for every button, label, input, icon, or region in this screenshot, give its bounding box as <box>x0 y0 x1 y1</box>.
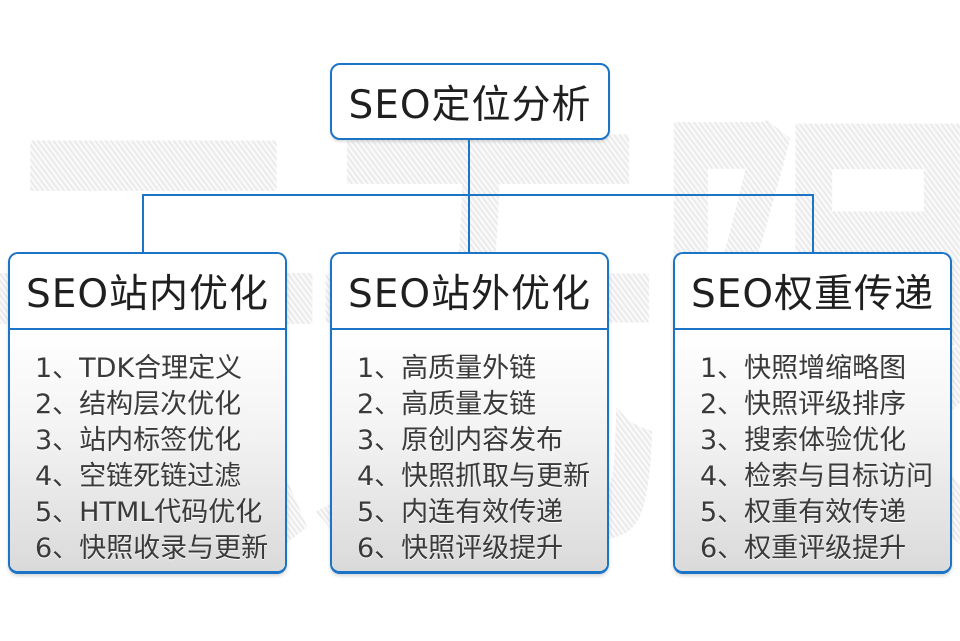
node-title: SEO权重传递 <box>675 254 950 330</box>
node-weight-transfer: SEO权重传递 1、快照增缩略图 2、快照评级排序 3、搜索体验优化 4、检索与… <box>673 252 952 574</box>
list-item: 4、空链死链过滤 <box>35 461 242 492</box>
list-item: 4、快照抓取与更新 <box>357 461 591 492</box>
list-item: 3、站内标签优化 <box>35 425 242 456</box>
connector-drop-middle <box>468 194 470 254</box>
node-item-list: 1、TDK合理定义 2、结构层次优化 3、站内标签优化 4、空链死链过滤 5、H… <box>10 330 285 571</box>
list-item: 1、高质量外链 <box>357 353 537 384</box>
node-offsite-optimization: SEO站外优化 1、高质量外链 2、高质量友链 3、原创内容发布 4、快照抓取与… <box>330 252 609 574</box>
list-item: 2、快照评级排序 <box>700 389 907 420</box>
list-item: 6、权重评级提升 <box>700 533 907 564</box>
connector-root-stem <box>468 139 470 196</box>
list-item: 2、高质量友链 <box>357 389 537 420</box>
root-node-title: SEO定位分析 <box>348 82 592 128</box>
list-item: 5、内连有效传递 <box>357 497 564 528</box>
list-item: 3、原创内容发布 <box>357 425 564 456</box>
list-item: 5、权重有效传递 <box>700 497 907 528</box>
root-node-seo-positioning: SEO定位分析 <box>330 63 610 140</box>
connector-drop-right <box>812 194 814 254</box>
node-title: SEO站内优化 <box>10 254 285 330</box>
node-item-list: 1、快照增缩略图 2、快照评级排序 3、搜索体验优化 4、检索与目标访问 5、权… <box>675 330 950 571</box>
connector-drop-left <box>142 194 144 254</box>
node-item-list: 1、高质量外链 2、高质量友链 3、原创内容发布 4、快照抓取与更新 5、内连有… <box>332 330 607 571</box>
list-item: 3、搜索体验优化 <box>700 425 907 456</box>
list-item: 5、HTML代码优化 <box>35 497 263 528</box>
list-item: 2、结构层次优化 <box>35 389 242 420</box>
list-item: 6、快照评级提升 <box>357 533 564 564</box>
connector-horizontal-bus <box>142 194 814 196</box>
node-title: SEO站外优化 <box>332 254 607 330</box>
list-item: 1、TDK合理定义 <box>35 353 243 384</box>
list-item: 1、快照增缩略图 <box>700 353 907 384</box>
list-item: 6、快照收录与更新 <box>35 533 269 564</box>
list-item: 4、检索与目标访问 <box>700 461 934 492</box>
node-onsite-optimization: SEO站内优化 1、TDK合理定义 2、结构层次优化 3、站内标签优化 4、空链… <box>8 252 287 574</box>
